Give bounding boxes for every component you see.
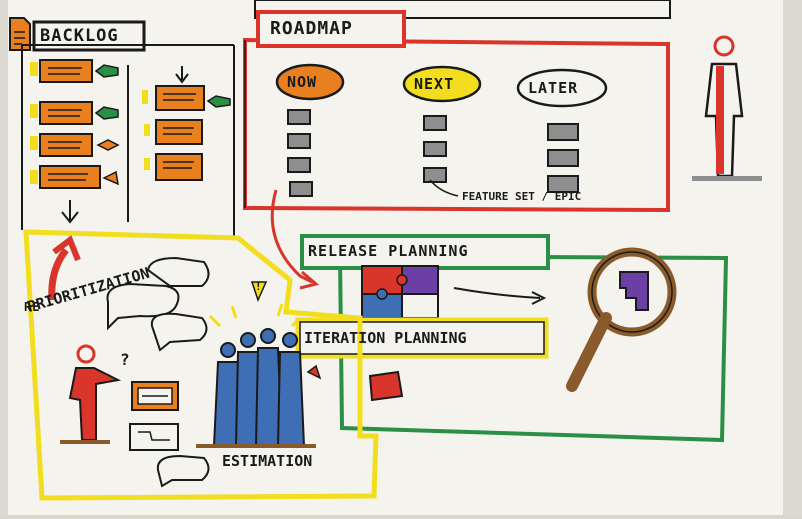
now-oval (275, 63, 345, 101)
alert-icon (250, 281, 268, 303)
next-label: NEXT (414, 75, 455, 93)
person-figure (692, 35, 762, 181)
roadmap-title: ROADMAP (270, 18, 353, 39)
document-icon (9, 17, 31, 51)
next-column (423, 115, 447, 183)
re-label: RE (24, 300, 41, 314)
backlog-item (144, 153, 203, 181)
arrow-right-icon (453, 287, 547, 305)
release-planning-title: RELEASE PLANNING (308, 242, 469, 260)
story-card (129, 423, 179, 451)
next-oval (402, 65, 482, 103)
backlog-title: BACKLOG (40, 26, 119, 46)
backlog-item (142, 85, 231, 111)
iteration-planning-title: ITERATION PLANNING (304, 329, 467, 347)
prioritization-section (23, 229, 379, 501)
speech-bubble-icon (150, 312, 208, 352)
iteration-planning-section (295, 317, 549, 402)
speech-bubble-icon (156, 454, 210, 488)
question-mark: ? (120, 350, 131, 369)
magnifier-icon (566, 247, 677, 392)
now-column (287, 109, 313, 197)
backlog-item (30, 59, 119, 83)
speech-bubble-icon (146, 256, 210, 287)
estimation-label: ESTIMATION (222, 452, 313, 470)
speech-bubble-icon (106, 282, 180, 331)
backlog-item (30, 133, 120, 157)
iteration-planning-title-box (295, 317, 549, 359)
backlog-item (30, 165, 119, 189)
now-label: NOW (287, 73, 318, 91)
presenter-figure (60, 344, 122, 444)
feature-set-note: FEATURE SET / EPIC (462, 190, 582, 203)
team-figures (212, 328, 306, 447)
backlog-item (30, 101, 119, 125)
release-planning-section (300, 234, 729, 443)
backlog-section (9, 17, 235, 240)
flow-arrow (270, 189, 313, 284)
backlog-item (144, 119, 203, 145)
puzzle-piece-icon (368, 370, 404, 402)
later-column (547, 123, 579, 193)
release-planning-title-box (300, 234, 550, 270)
arrow-down-icon (175, 66, 189, 84)
exclamation-mark: ! (255, 280, 263, 293)
roadmap-section (243, 10, 670, 213)
puzzle-icon (361, 265, 439, 319)
later-label: LATER (528, 79, 579, 97)
later-oval (516, 68, 608, 108)
arrow-down-icon (61, 200, 79, 224)
roadmap-title-box (256, 10, 406, 48)
story-card (131, 381, 179, 411)
